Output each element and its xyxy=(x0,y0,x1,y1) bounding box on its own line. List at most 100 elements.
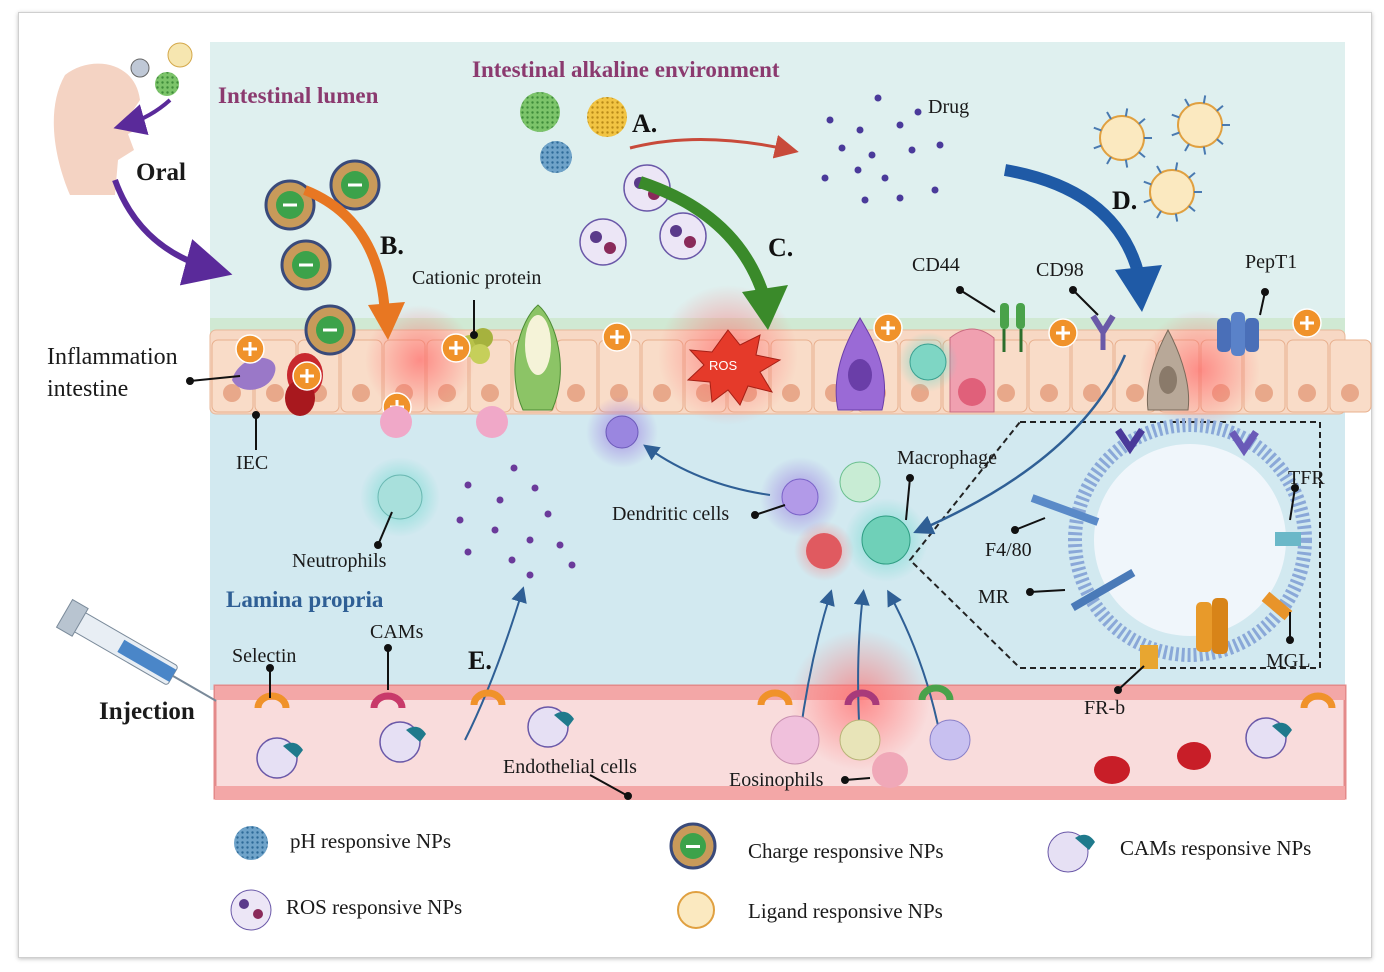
dendritic-migration-arrow xyxy=(643,444,771,496)
cd98-label: CD98 xyxy=(1036,259,1084,281)
ligand-np-icon xyxy=(1177,102,1223,148)
drug-dot xyxy=(861,196,869,204)
drug-label: Drug xyxy=(928,96,970,118)
epithelial-nucleus xyxy=(567,384,585,402)
drug-dot xyxy=(531,484,539,492)
ros-np-payload xyxy=(684,236,696,248)
route-d-arrowhead xyxy=(1115,265,1162,312)
f480-label: F4/80 xyxy=(985,539,1032,561)
drug-dot xyxy=(826,116,834,124)
ligand-spike xyxy=(1202,95,1207,104)
epithelial-cell xyxy=(1286,339,1329,413)
ligand-spike xyxy=(1171,113,1180,119)
drug-dot xyxy=(510,464,518,472)
legend-ros-np-label: ROS responsive NPs xyxy=(286,895,463,919)
drug-dot xyxy=(868,151,876,159)
ros-np-payload xyxy=(670,225,682,237)
route-c-arrow xyxy=(638,176,771,302)
legend-cams-np-label: CAMs responsive NPs xyxy=(1120,836,1312,860)
adhesion-molecule-icon xyxy=(470,689,506,706)
mr-label: MR xyxy=(978,586,1010,608)
ligand-spike xyxy=(1216,138,1224,146)
dendritic-cell-icon xyxy=(605,415,639,449)
label-pointers xyxy=(186,286,1299,800)
drug-dot xyxy=(896,194,904,202)
lamina-neutrophil-icon xyxy=(380,406,412,438)
f480-receptor-icon xyxy=(1030,494,1100,526)
plus-bar xyxy=(1305,316,1309,330)
drug-dot xyxy=(854,166,862,174)
cationic-protein-label: Cationic protein xyxy=(412,267,542,289)
oral-intake-arrow xyxy=(113,98,172,136)
step-e-label: E. xyxy=(468,646,492,675)
epithelial-nucleus xyxy=(1083,384,1101,402)
charge-responsive-np-group xyxy=(264,159,381,356)
macrophage-small-icon xyxy=(839,461,881,503)
orange-channel-icon xyxy=(1196,598,1228,654)
drug-dot xyxy=(508,556,516,564)
drug-dot xyxy=(821,174,829,182)
route-b-arrow xyxy=(303,185,390,316)
macrophage-label: Macrophage xyxy=(897,447,997,469)
drug-dot xyxy=(556,541,564,549)
ligand-spike xyxy=(1143,198,1152,204)
cams-np-antibody xyxy=(283,742,303,758)
plus-bar xyxy=(248,342,252,356)
vessel-red-cells xyxy=(1094,742,1211,784)
epithelial-nucleus xyxy=(223,384,241,402)
ros-np-icon xyxy=(579,218,627,266)
route-d-arrow xyxy=(1003,164,1146,282)
syringe-icon xyxy=(55,598,217,702)
ligand-spike xyxy=(1171,131,1180,137)
drug-dot xyxy=(526,536,534,544)
epithelial-nucleus xyxy=(653,384,671,402)
tfr-receptor-icon xyxy=(1275,532,1301,546)
alkaline-environment-title: Intestinal alkaline environment xyxy=(472,57,780,82)
drug-dot xyxy=(856,126,864,134)
step-a-label: A. xyxy=(632,109,658,138)
drug-dot xyxy=(496,496,504,504)
plus-bar xyxy=(615,330,619,344)
ligand-spike xyxy=(1143,180,1152,186)
epithelial-nucleus xyxy=(481,384,499,402)
ligand-spike xyxy=(1093,144,1102,150)
adhesion-molecule-icon xyxy=(918,684,954,701)
route-e-arrow xyxy=(464,586,527,741)
intestinal-lumen-title: Intestinal lumen xyxy=(218,83,379,108)
dendritic-cells-label: Dendritic cells xyxy=(612,503,730,525)
legend-charge-np-label: Charge responsive NPs xyxy=(748,839,944,863)
cams-np-antibody xyxy=(554,711,574,727)
drug-dot xyxy=(896,121,904,129)
minus-sign-icon xyxy=(348,183,362,187)
paneth-cell-icon xyxy=(835,317,886,411)
plus-bar xyxy=(305,369,309,383)
epithelial-nucleus xyxy=(1341,384,1359,402)
iec-label: IEC xyxy=(236,452,269,474)
route-a-arrow xyxy=(629,135,799,159)
ligand-spike xyxy=(1124,108,1129,117)
injection-route-label: Injection xyxy=(99,698,195,725)
plus-bar xyxy=(454,341,458,355)
ph-responsive-np-group xyxy=(520,92,627,173)
ligand-spike xyxy=(1188,205,1196,213)
epithelial-nucleus xyxy=(1298,384,1316,402)
macrophage-zoom-box xyxy=(908,421,1321,669)
drug-dot xyxy=(464,548,472,556)
ligand-responsive-np-group xyxy=(1093,95,1230,222)
ligand-spike xyxy=(1138,117,1146,125)
mr-receptor-icon xyxy=(1070,569,1136,611)
macrophage-icon xyxy=(861,515,911,565)
epithelial-nucleus xyxy=(997,384,1015,402)
drug-dot xyxy=(526,571,534,579)
ros-label: ROS xyxy=(709,358,738,373)
pept1-label: PepT1 xyxy=(1245,251,1298,273)
selectin-label: Selectin xyxy=(232,645,297,667)
drug-particles xyxy=(821,94,944,204)
ros-burst-icon xyxy=(686,329,782,406)
ligand-spike xyxy=(1138,151,1146,159)
intestine-label: intestine xyxy=(47,376,129,402)
cd98-receptor-icon xyxy=(1090,314,1116,350)
ligand-spike xyxy=(1156,165,1162,174)
mgl-label: MGL xyxy=(1266,650,1311,672)
